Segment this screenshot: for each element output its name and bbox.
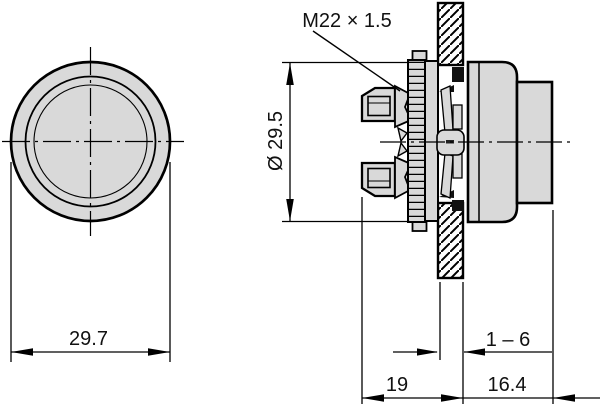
thread-leader-line <box>312 30 401 92</box>
arrowhead-right <box>441 394 463 402</box>
clamp-screw-top <box>360 84 413 129</box>
seal-bottom <box>452 200 464 211</box>
arrowhead-left <box>362 394 384 402</box>
spring-lever-top <box>440 85 454 134</box>
arrowhead-left-outer <box>553 394 575 402</box>
spring-lever-bottom <box>440 152 454 199</box>
clamp-screw-bottom <box>360 155 413 200</box>
panel-thickness-dim-label: 1 – 6 <box>486 329 530 351</box>
bottom-dimensions: 1 – 6 19 16.4 <box>361 197 600 404</box>
front-width-dim-label: 29.7 <box>69 328 108 350</box>
panel-hatch-bottom <box>436 201 465 280</box>
depth-dimensions: 19 16.4 <box>362 374 600 402</box>
fixing-collar <box>407 50 439 232</box>
side-view: M22 × 1.5 Ø 29.5 1 – 6 <box>265 1 600 404</box>
front-bezel <box>466 60 519 224</box>
front-width-dimension: 29.7 <box>10 162 171 362</box>
panel-seal-and-spring <box>436 67 465 211</box>
diameter-dimension: Ø 29.5 <box>265 61 410 223</box>
collar-anti-rotation-tab-top <box>411 50 428 61</box>
mounting-depth-dim-label: 19 <box>386 374 408 396</box>
seal-top <box>452 67 464 82</box>
mounting-panel <box>436 1 465 280</box>
arrowhead-left <box>11 348 33 356</box>
arrowhead-left <box>464 348 485 356</box>
front-depth-dim-label: 16.4 <box>488 374 527 396</box>
arrowhead-right <box>148 348 170 356</box>
membrane-boot <box>396 126 409 158</box>
front-view: 29.7 <box>2 47 184 362</box>
arrowhead-right <box>417 348 438 356</box>
panel-hatch-top <box>436 1 465 67</box>
panel-thickness-dimension: 1 – 6 <box>393 329 552 356</box>
diameter-dim-label: Ø 29.5 <box>265 111 287 171</box>
arrowhead-up <box>286 63 294 85</box>
thread-label: M22 × 1.5 <box>302 10 392 32</box>
thread-callout: M22 × 1.5 <box>302 10 401 92</box>
arrowhead-down <box>286 199 294 221</box>
collar-anti-rotation-tab-bottom <box>411 221 428 232</box>
